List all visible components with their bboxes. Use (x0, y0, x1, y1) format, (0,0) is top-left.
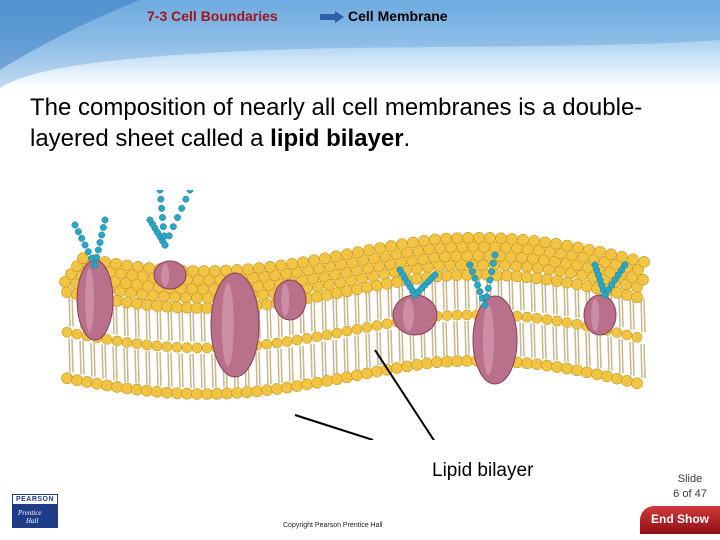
copyright-text: Copyright Pearson Prentice Hall (283, 522, 383, 529)
logo-text-top: PEARSON (12, 494, 58, 505)
slide-label: Slide (677, 473, 703, 485)
slide-number: 6 of 47 (673, 488, 707, 500)
publisher-logo: PEARSON Prentice Hall (12, 494, 58, 528)
key-term: lipid bilayer (270, 125, 404, 152)
topic-title: Cell Membrane (348, 8, 448, 24)
breadcrumb: 7-3 Cell Boundaries Cell Membrane (0, 6, 720, 28)
section-title: 7-3 Cell Boundaries (147, 8, 278, 24)
slide-counter: Slide 6 of 47 (664, 472, 716, 502)
logo-text-bottom: Prentice Hall (18, 509, 42, 525)
body-text-end: . (403, 125, 411, 152)
slide-body-text: The composition of nearly all cell membr… (30, 92, 690, 154)
lipid-bilayer-label: Lipid bilayer (432, 460, 534, 481)
body-text-start: The composition of nearly all cell membr… (30, 94, 643, 152)
lipid-bilayer-illustration (59, 190, 650, 440)
pointer-line (374, 349, 435, 440)
end-show-button[interactable]: End Show (640, 506, 720, 534)
header-band (0, 0, 720, 88)
pointer-line (294, 414, 374, 440)
arrow-right-icon (320, 11, 344, 23)
header-swoosh (0, 0, 720, 88)
